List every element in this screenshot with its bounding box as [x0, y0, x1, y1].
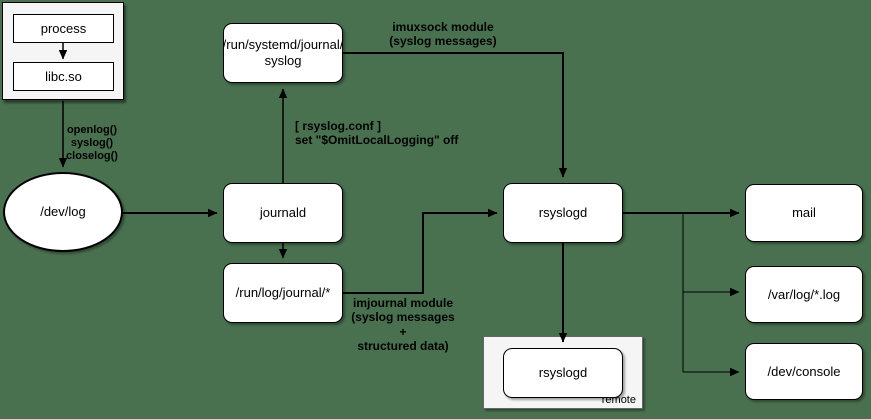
- run-log-journal-label: /run/log/journal/*: [235, 285, 331, 301]
- dev-console-node: /dev/console: [745, 343, 863, 400]
- syslog-socket-node: /run/systemd/journal/ syslog: [223, 23, 343, 83]
- mail-node: mail: [745, 184, 863, 242]
- rsyslogd-node: rsyslogd: [503, 183, 623, 243]
- remote-rsyslogd-node: rsyslogd: [503, 348, 623, 398]
- libc-label: libc.so: [45, 68, 82, 84]
- imjournal-edge-label: imjournal module (syslog messages + stru…: [351, 296, 455, 354]
- edge-imuxsock-to-rsyslogd: [343, 52, 568, 178]
- edge-imjournal-to-rsyslogd: [343, 208, 498, 294]
- rsyslogd-label: rsyslogd: [538, 205, 588, 221]
- journald-node: journald: [223, 183, 343, 243]
- rsyslog-conf-edge-label: [ rsyslog.conf ] set "$OmitLocalLogging"…: [295, 119, 459, 148]
- process-label: process: [40, 20, 87, 36]
- libc-node: libc.so: [13, 62, 114, 91]
- process-node: process: [13, 14, 114, 43]
- imuxsock-edge-label: imuxsock module (syslog messages): [389, 20, 497, 49]
- devlog-label: /dev/log: [40, 204, 86, 220]
- run-log-journal-node: /run/log/journal/*: [223, 263, 343, 323]
- mail-label: mail: [792, 205, 816, 221]
- devlog-node: /dev/log: [3, 172, 123, 252]
- var-log-node: /var/log/*.log: [745, 266, 863, 323]
- remote-rsyslogd-label: rsyslogd: [538, 365, 588, 381]
- syscalls-edge-label: openlog() syslog() closelog(): [66, 124, 118, 163]
- dev-console-label: /dev/console: [767, 363, 841, 379]
- syslog-socket-label: /run/systemd/journal/ syslog: [222, 37, 344, 68]
- journald-label: journald: [259, 205, 307, 221]
- var-log-label: /var/log/*.log: [767, 286, 841, 302]
